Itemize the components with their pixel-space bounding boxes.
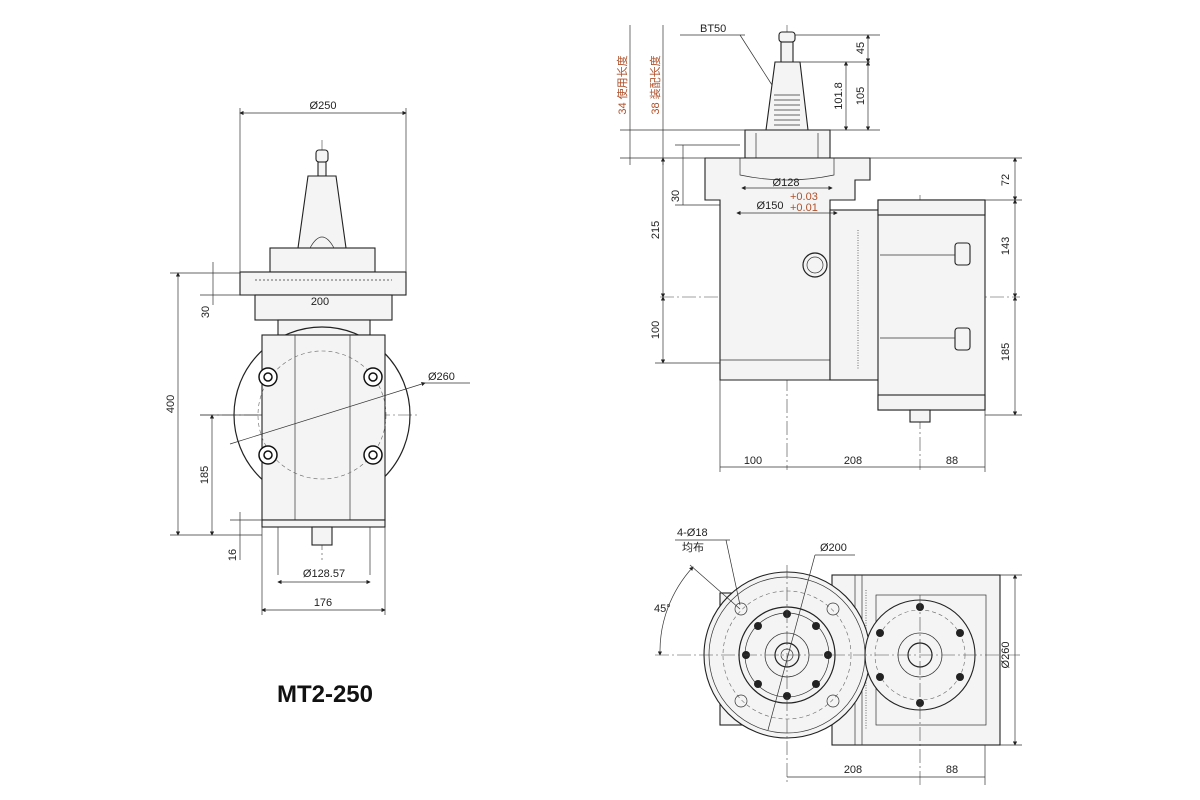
dim-w208-bottom: 208 bbox=[844, 764, 862, 776]
holes-label: 4-Ø18 bbox=[677, 527, 708, 539]
dim-h16: 16 bbox=[227, 549, 239, 561]
dim-d250: Ø250 bbox=[310, 100, 337, 112]
dim-h105: 105 bbox=[855, 87, 867, 105]
dim-h72: 72 bbox=[1000, 174, 1012, 186]
holes-note: 均布 bbox=[682, 541, 704, 554]
dim-h185-side: 185 bbox=[1000, 343, 1012, 361]
dim-d260: Ø260 bbox=[428, 371, 455, 383]
dim-h185: 185 bbox=[199, 466, 211, 484]
tolerance-upper: +0.03 bbox=[790, 191, 818, 203]
dim-d150: Ø150 bbox=[757, 200, 784, 212]
dim-w88-bottom: 88 bbox=[946, 764, 958, 776]
holder-label: BT50 bbox=[700, 23, 726, 35]
model-title: MT2-250 bbox=[277, 681, 373, 708]
tolerance-lower: +0.01 bbox=[790, 202, 818, 214]
dim-w208: 208 bbox=[844, 455, 862, 467]
dim-d128-57: Ø128.57 bbox=[303, 568, 345, 580]
dim-h101-8: 101.8 bbox=[833, 82, 845, 110]
dim-d260-bottom: Ø260 bbox=[1000, 642, 1012, 669]
dim-h30-side: 30 bbox=[670, 190, 682, 202]
dim-h143: 143 bbox=[1000, 237, 1012, 255]
side-view: BT50 34 使用长度 38 装配长度 45 105 101.8 Ø128 Ø… bbox=[615, 23, 1022, 472]
dim-h215: 215 bbox=[650, 221, 662, 239]
dim-h100: 100 bbox=[650, 321, 662, 339]
dim-w176: 176 bbox=[314, 597, 332, 609]
dim-h400: 400 bbox=[165, 395, 177, 413]
front-view: Ø250 200 400 30 185 16 Ø128.57 176 Ø260 … bbox=[165, 100, 470, 708]
dim-w88: 88 bbox=[946, 455, 958, 467]
dim-d128: Ø128 bbox=[773, 177, 800, 189]
bottom-view: 4-Ø18 均布 Ø200 45° Ø260 208 88 bbox=[654, 527, 1022, 785]
dim-h30: 30 bbox=[200, 306, 212, 318]
dim-w200: 200 bbox=[311, 296, 329, 308]
dim-w100: 100 bbox=[744, 455, 762, 467]
assembly-length-label: 38 装配长度 bbox=[648, 55, 662, 114]
use-length-label: 34 使用长度 bbox=[615, 55, 629, 114]
dim-d200: Ø200 bbox=[820, 542, 847, 554]
angle-label: 45° bbox=[654, 603, 671, 615]
dim-h45: 45 bbox=[855, 42, 867, 54]
